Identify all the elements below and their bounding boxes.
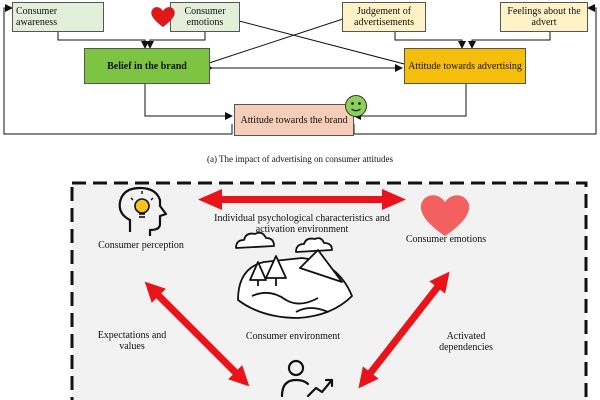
- arrow-attitude-ad-to-attitude-brand: [353, 84, 467, 120]
- smiley-icon: [345, 95, 367, 117]
- arrow-emotions-to-attitude-ad: [219, 15, 413, 69]
- loop-right: [353, 4, 597, 135]
- label-activated-dependencies: Activated dependencies: [439, 331, 493, 353]
- arrow-judgement-to-belief: [199, 15, 353, 68]
- arrow-emotions-bottom: [358, 271, 450, 389]
- box-judgement-of-advertisements: Judgement of advertisements: [342, 2, 426, 32]
- box-feelings-about-advert: Feelings about the advert: [500, 2, 588, 32]
- arrow-perception-emotions: [198, 189, 406, 210]
- box-judgement-label: Judgement of advertisements: [354, 6, 414, 28]
- person-growth-icon: [280, 359, 334, 398]
- arrow-belief-to-attitude-brand: [144, 84, 233, 120]
- box-feelings-label: Feelings about the advert: [507, 6, 581, 28]
- arrow-judgement-to-attitude-ad: [394, 32, 466, 49]
- bottom-title: Individual psychological characteristics…: [214, 213, 390, 235]
- box-consumer-awareness: Consumer awareness: [12, 2, 104, 32]
- heart-icon-large: [420, 195, 470, 236]
- box-belief-in-brand: Belief in the brand: [84, 48, 210, 84]
- box-consumer-emotions-label: Consumer emotions: [184, 6, 226, 28]
- box-attitude-brand-label: Attitude towards the brand: [240, 114, 348, 126]
- caption-a: (a) The impact of advertising on consume…: [206, 154, 394, 164]
- environment-icon: [235, 231, 353, 319]
- loop-left: [3, 4, 233, 135]
- arrow-awareness-to-belief: [57, 32, 149, 49]
- label-consumer-environment: Consumer environment: [245, 331, 341, 342]
- box-consumer-awareness-label: Consumer awareness: [16, 6, 58, 28]
- label-consumer-emotions: Consumer emotions: [405, 234, 487, 245]
- head-lightbulb-icon: [118, 186, 168, 236]
- box-belief-label: Belief in the brand: [107, 60, 187, 72]
- label-consumer-perception: Consumer perception: [98, 240, 184, 251]
- arrow-feelings-to-attitude-ad: [468, 32, 551, 49]
- label-expectations-values: Expectations and values: [97, 330, 167, 352]
- box-consumer-emotions: Consumer emotions: [170, 2, 240, 32]
- heart-icon: [151, 7, 175, 28]
- box-attitude-towards-brand: Attitude towards the brand: [234, 104, 354, 136]
- arrow-emotions-to-belief: [146, 32, 206, 49]
- box-attitude-ad-label: Attitude towards advertising: [408, 60, 522, 72]
- box-attitude-towards-advertising: Attitude towards advertising: [404, 48, 526, 84]
